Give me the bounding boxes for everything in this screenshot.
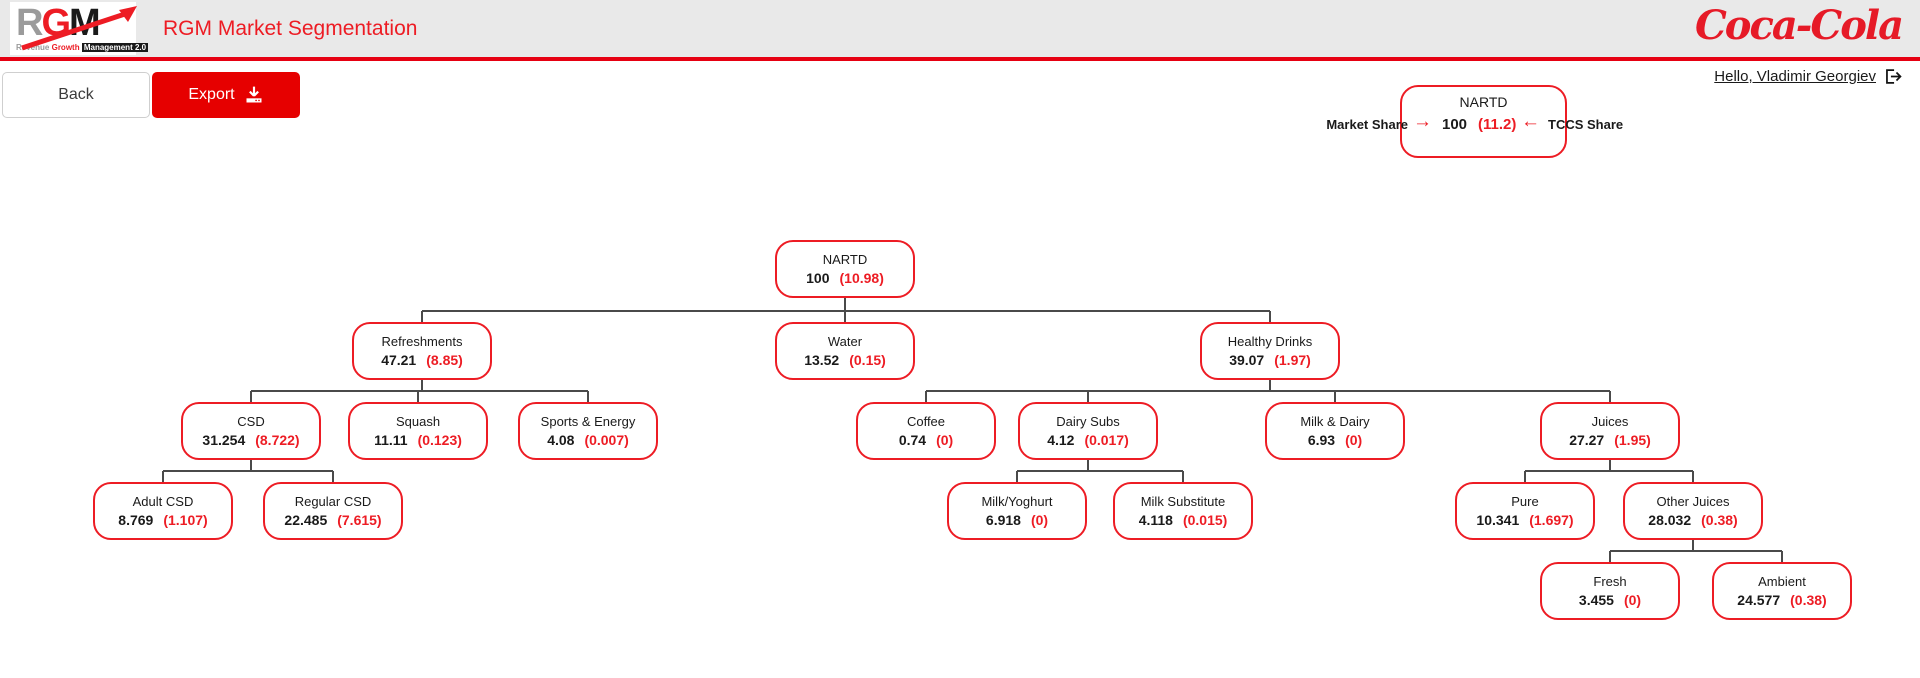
legend-arrow-right-icon: → [1413, 111, 1432, 132]
tree-node-coffee[interactable]: Coffee 0.74(0) [856, 402, 996, 460]
tree-node-juices[interactable]: Juices 27.27(1.95) [1540, 402, 1680, 460]
export-button-label: Export [188, 86, 235, 103]
tree-node-water[interactable]: Water 13.52(0.15) [775, 322, 915, 380]
tree-node-squash[interactable]: Squash 11.11(0.123) [348, 402, 488, 460]
tree-node-milk-dairy[interactable]: Milk & Dairy 6.93(0) [1265, 402, 1405, 460]
tree-node-milk-yoghurt[interactable]: Milk/Yoghurt 6.918(0) [947, 482, 1087, 540]
header-red-divider [0, 57, 1920, 61]
tree-node-sports-energy[interactable]: Sports & Energy 4.08(0.007) [518, 402, 658, 460]
tree-node-milk-substitute[interactable]: Milk Substitute 4.118(0.015) [1113, 482, 1253, 540]
tree-node-nartd[interactable]: NARTD 100(10.98) [775, 240, 915, 298]
legend-node-box [1400, 85, 1567, 158]
legend-node-title: NARTD [1459, 94, 1508, 110]
rgm-letter-g: G [41, 2, 71, 44]
user-area: Hello, Vladimir Georgiev [1714, 67, 1902, 86]
export-button[interactable]: Export [152, 72, 300, 118]
tree-node-regular-csd[interactable]: Regular CSD 22.485(7.615) [263, 482, 403, 540]
coca-cola-logo: Coca-Cola [1694, 2, 1904, 49]
tree-node-ambient[interactable]: Ambient 24.577(0.38) [1712, 562, 1852, 620]
legend-tccs-value: (11.2) [1478, 116, 1517, 133]
app-header: RGM Revenue Growth Management 2.0 RGM Ma… [0, 0, 1920, 57]
tree-node-healthy-drinks[interactable]: Healthy Drinks 39.07(1.97) [1200, 322, 1340, 380]
legend-tccs-share-label: TCCS Share [1548, 117, 1624, 132]
rgm-logo: RGM Revenue Growth Management 2.0 [10, 2, 149, 55]
rgm-letter-m: M [69, 2, 101, 44]
tree-node-pure[interactable]: Pure 10.341(1.697) [1455, 482, 1595, 540]
tree-node-csd[interactable]: CSD 31.254(8.722) [181, 402, 321, 460]
tree-node-other-juices[interactable]: Other Juices 28.032(0.38) [1623, 482, 1763, 540]
rgm-logo-letters: RGM [16, 2, 137, 51]
legend-arrow-left-icon: ← [1521, 111, 1540, 132]
rgm-logo-subtitle: Revenue Growth Management 2.0 [16, 43, 149, 52]
user-greeting-link[interactable]: Hello, Vladimir Georgiev [1714, 68, 1876, 85]
download-icon [246, 86, 262, 103]
logout-icon[interactable] [1883, 67, 1902, 86]
back-button[interactable]: Back [2, 72, 150, 118]
legend: NARTD Market Share → 100 (11.2) ← TCCS S… [1318, 85, 1630, 163]
tree-node-refreshments[interactable]: Refreshments 47.21(8.85) [352, 322, 492, 380]
tree-node-fresh[interactable]: Fresh 3.455(0) [1540, 562, 1680, 620]
tree-node-adult-csd[interactable]: Adult CSD 8.769(1.107) [93, 482, 233, 540]
rgm-letter-r: R [16, 2, 43, 44]
tree-node-dairy-subs[interactable]: Dairy Subs 4.12(0.017) [1018, 402, 1158, 460]
page-title: RGM Market Segmentation [163, 16, 418, 40]
legend-share-value: 100 [1442, 116, 1468, 133]
legend-market-share-label: Market Share [1326, 117, 1408, 132]
